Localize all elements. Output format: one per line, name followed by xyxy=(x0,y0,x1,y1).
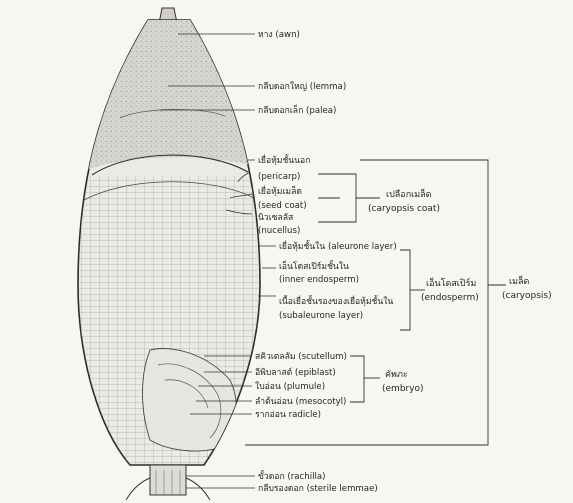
label-lemma: กลีบดอกใหญ่ (lemma) xyxy=(258,81,346,92)
label-inner-endosperm-en: (inner endosperm) xyxy=(279,275,359,285)
label-seedcoat-th: เยื่อหุ้มเมล็ด xyxy=(258,185,302,197)
label-plumule: ใบอ่อน (plumule) xyxy=(255,381,325,392)
grain-illustration xyxy=(60,0,300,500)
group-endosperm-en: (endosperm) xyxy=(421,293,479,303)
part-labels: หาง (awn) กลีบดอกใหญ่ (lemma) กลีบดอกเล็… xyxy=(255,30,397,494)
label-subaleurone-th: เนื้อเยื่อชั้นรองของเยื่อหุ้มชั้นใน xyxy=(279,294,393,307)
label-seedcoat-en: (seed coat) xyxy=(258,201,307,211)
group-caryopsis-coat-en: (caryopsis coat) xyxy=(368,204,440,214)
rachilla-shape xyxy=(150,465,186,495)
label-pericarp-en: (pericarp) xyxy=(258,172,300,182)
group-embryo-th: คัพภะ xyxy=(385,370,408,380)
label-epiblast: อีพิบลาสต์ (epiblast) xyxy=(255,367,336,378)
label-scutellum: สคิวเตลลัม (scutellum) xyxy=(255,352,347,362)
group-endosperm-th: เอ็นโดสเปิร์ม xyxy=(426,276,476,289)
label-pericarp-th: เยื่อหุ้มชั้นนอก xyxy=(258,153,310,166)
group-labels: เปลือกเมล็ด (caryopsis coat) เอ็นโดสเปิร… xyxy=(368,187,552,394)
group-caryopsis-coat-th: เปลือกเมล็ด xyxy=(386,187,432,200)
group-caryopsis-th: เมล็ด xyxy=(509,274,530,287)
label-nucellus-th: นิวเซลลัส xyxy=(258,213,294,223)
label-radicle: รากอ่อน radicle) xyxy=(255,410,321,420)
label-subaleurone-en: (subaleurone layer) xyxy=(279,311,363,321)
label-inner-endosperm-th: เอ็นโดสเปิร์มชั้นใน xyxy=(279,259,349,272)
label-palea: กลีบดอกเล็ก (palea) xyxy=(258,104,336,116)
label-nucellus-en: (nucellus) xyxy=(258,226,300,236)
group-embryo-en: (embryo) xyxy=(382,384,424,394)
group-caryopsis-en: (caryopsis) xyxy=(502,291,552,301)
label-rachilla: ขั้วดอก (rachilla) xyxy=(258,469,325,482)
label-awn: หาง (awn) xyxy=(258,30,300,40)
label-mesocotyl: ลำต้นอ่อน (mesocotyl) xyxy=(255,396,346,407)
label-sterile-lemmae: กลีบรองดอก (sterile lemmae) xyxy=(258,483,378,494)
label-aleurone: เยื่อหุ้มชั้นใน (aleurone layer) xyxy=(279,239,397,252)
